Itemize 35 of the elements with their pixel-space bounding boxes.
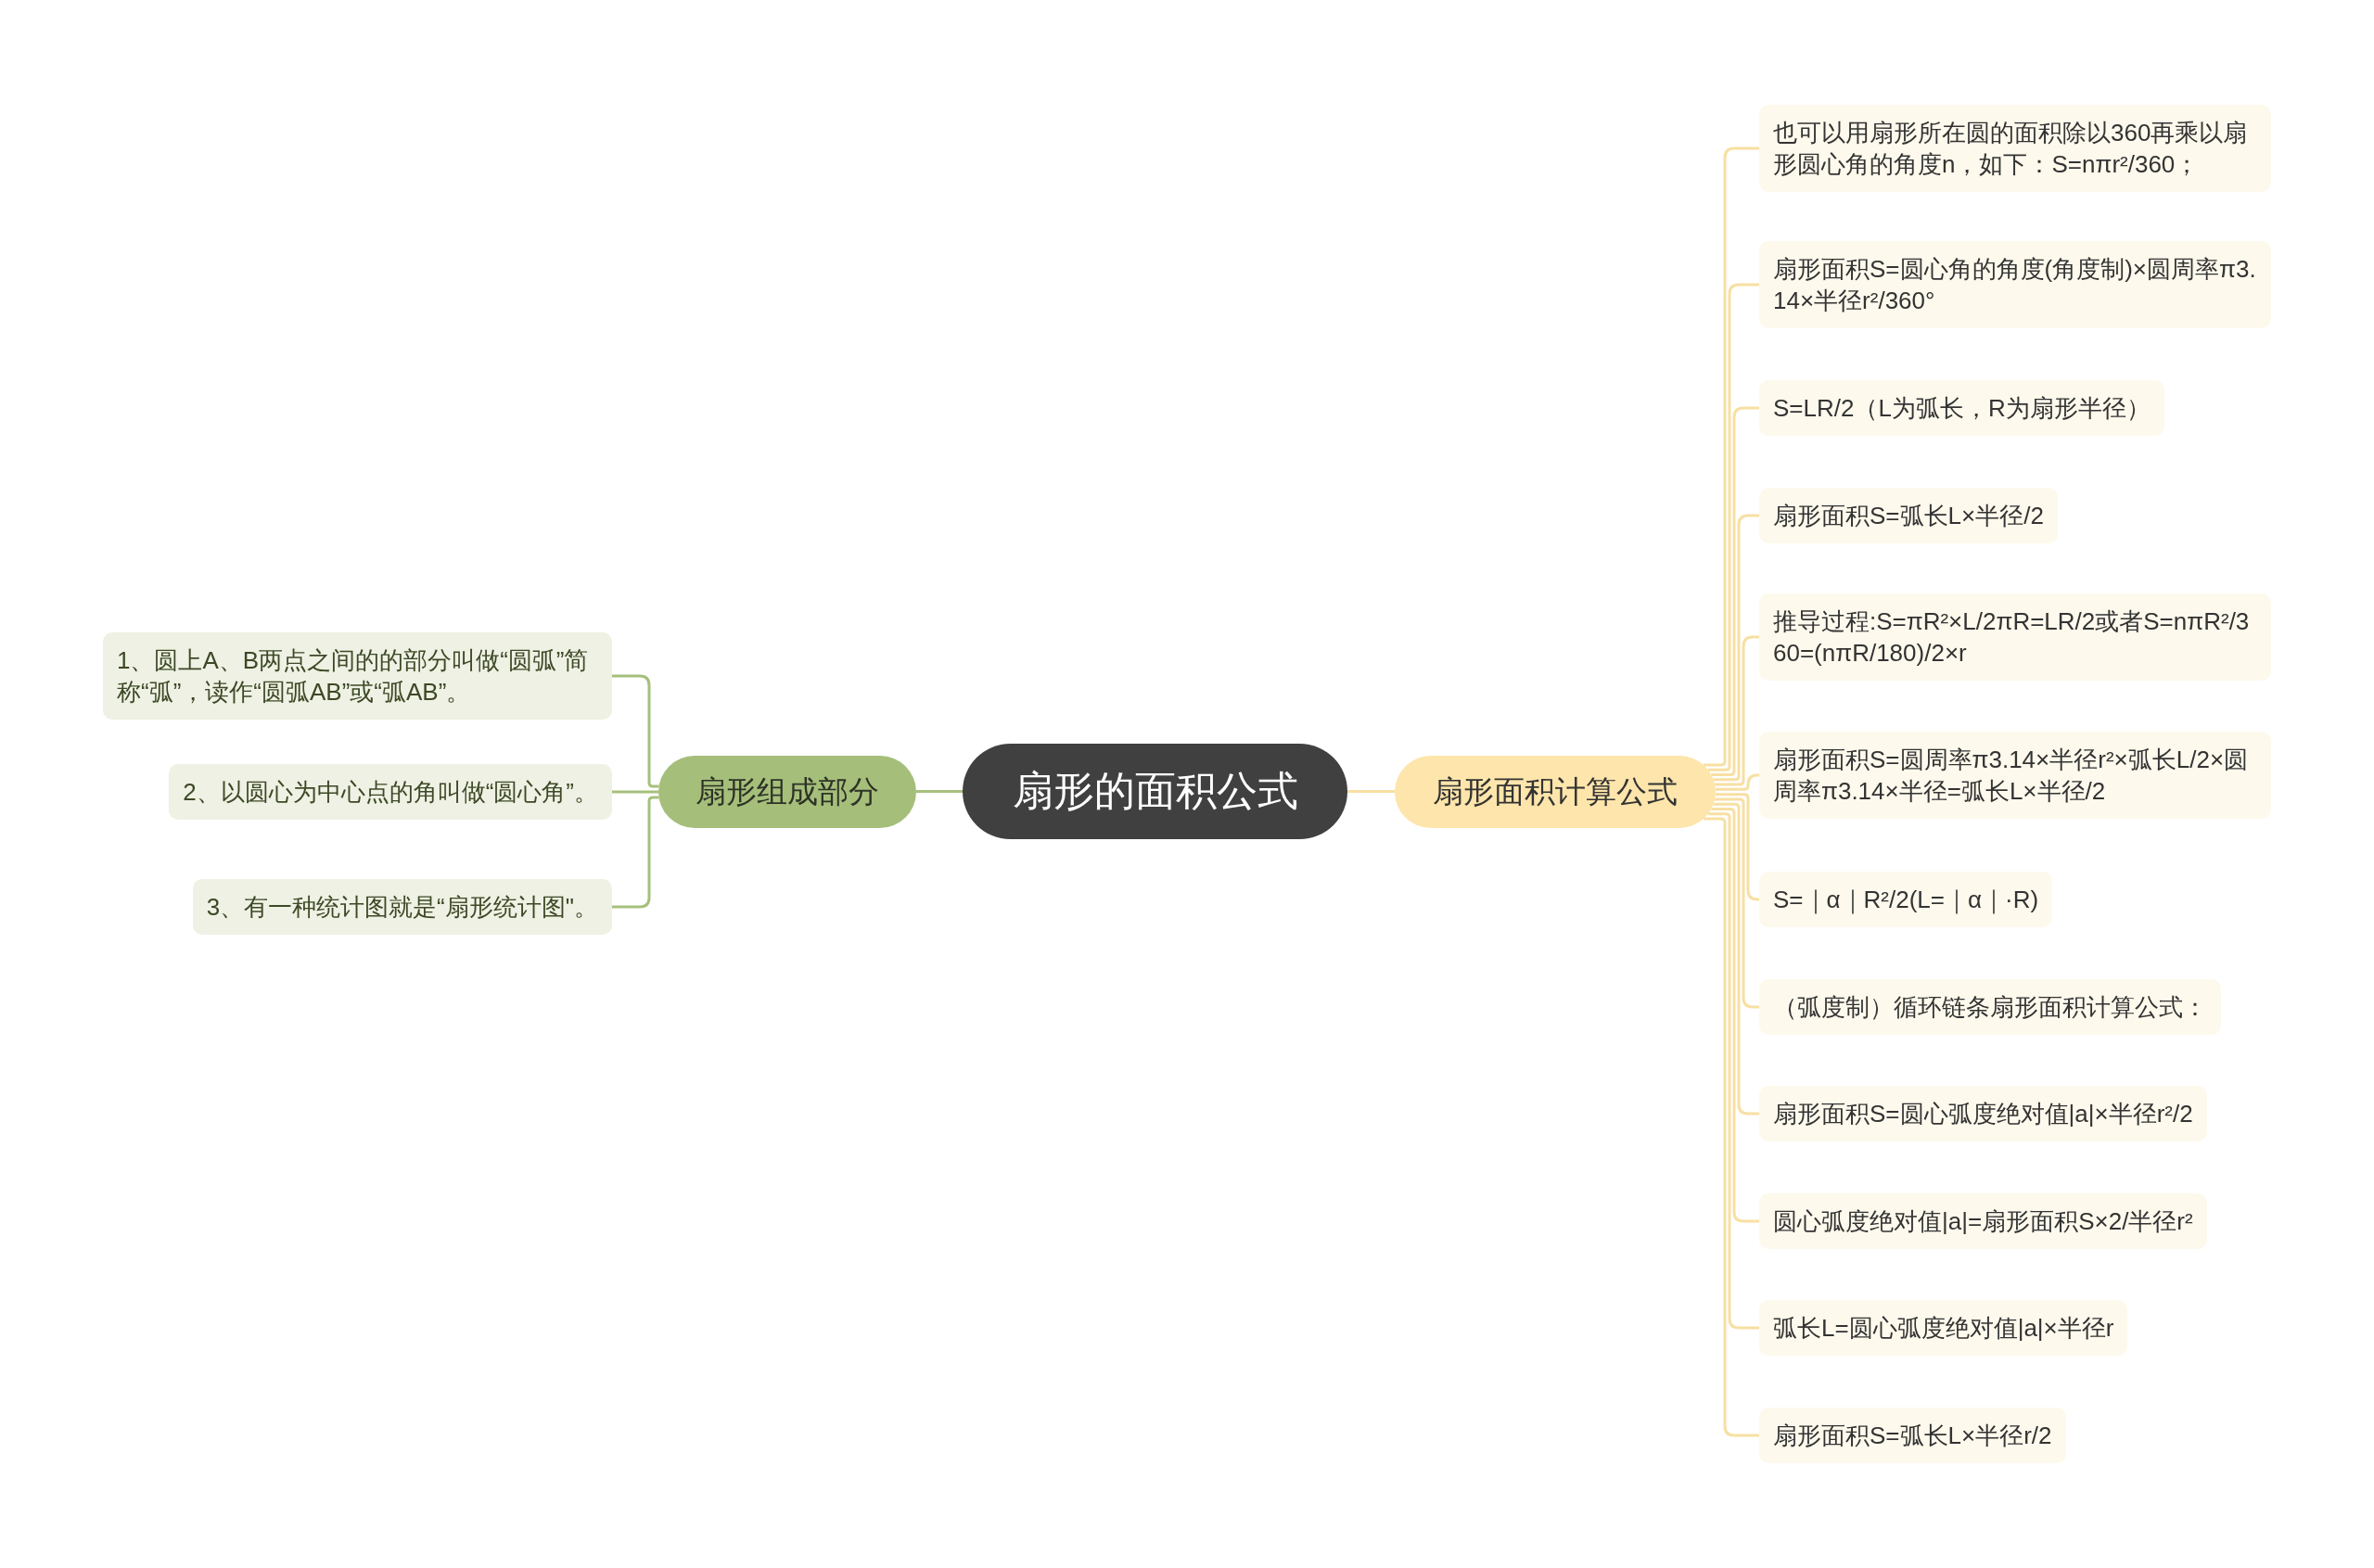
subtopic-card: 扇形面积S=弧长L×半径r/2 [1759, 1408, 2066, 1463]
subtopic-card: 3、有一种统计图就是“扇形统计图"。 [192, 879, 612, 935]
subtopic-card: 圆心弧度绝对值|a|=扇形面积S×2/半径r² [1759, 1193, 2207, 1249]
connector-line [1715, 793, 1760, 901]
connector-line [916, 790, 963, 793]
connector-line [1713, 514, 1759, 782]
connector-line [1707, 283, 1759, 771]
subtopic-card: 推导过程:S=πR²×L/2πR=LR/2或者S=nπR²/360=(nπR/180)/2×r [1759, 593, 2271, 681]
connector-line [612, 796, 659, 909]
subtopic-card: 1、圆上A、B两点之间的的部分叫做“圆弧”简称“弧”，读作“圆弧AB”或“弧AB”。 [103, 632, 612, 720]
subtopic-card: 扇形面积S=圆心弧度绝对值|a|×半径r²/2 [1759, 1086, 2207, 1141]
connector-line [1711, 807, 1759, 1223]
connector-line [1704, 147, 1759, 767]
connector-line [1711, 406, 1759, 777]
subtopic-card: 扇形面积S=弧长L×半径/2 [1759, 488, 2058, 543]
connector-line [612, 790, 658, 794]
branch-topic: 扇形面积计算公式 [1395, 756, 1716, 828]
central-topic: 扇形的面积公式 [963, 744, 1347, 839]
connector-line [1715, 773, 1760, 791]
subtopic-card: 弧长L=圆心弧度绝对值|a|×半径r [1759, 1300, 2128, 1356]
subtopic-card: 2、以圆心为中心点的角叫做“圆心角”。 [169, 764, 612, 820]
subtopic-card: S=｜α｜R²/2(L=｜α｜·R) [1759, 872, 2053, 927]
connector-line [1347, 790, 1395, 793]
branch-topic: 扇形组成部分 [658, 756, 916, 828]
connector-line [612, 674, 659, 788]
connector-line [1715, 797, 1759, 1009]
subtopic-card: 扇形面积S=圆心角的角度(角度制)×圆周率π3.14×半径r²/360° [1759, 241, 2271, 328]
connector-line [1715, 635, 1759, 786]
subtopic-card: 也可以用扇形所在圆的面积除以360再乘以扇形圆心角的角度n，如下：S=nπr²/360； [1759, 105, 2271, 192]
subtopic-card: （弧度制）循环链条扇形面积计算公式： [1759, 979, 2221, 1035]
subtopic-card: S=LR/2（L为弧长，R为扇形半径） [1759, 380, 2164, 436]
connector-line [1704, 817, 1759, 1437]
connector-line [1707, 812, 1759, 1330]
subtopic-card: 扇形面积S=圆周率π3.14×半径r²×弧长L/2×圆周率π3.14×半径=弧长L×半径/2 [1759, 732, 2271, 819]
connector-line [1713, 802, 1759, 1115]
